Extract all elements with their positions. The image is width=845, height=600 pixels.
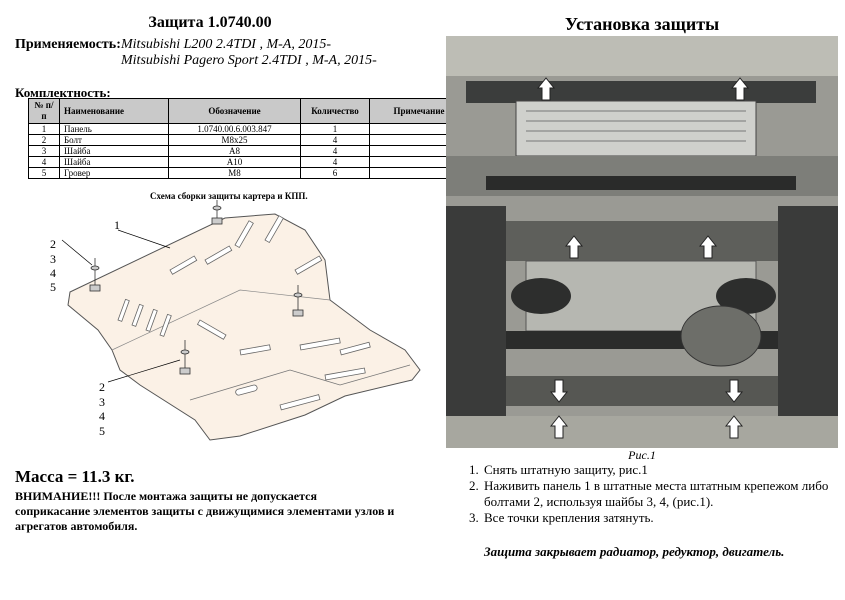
cell-name: Панель xyxy=(59,123,169,135)
callout-lower-5: 5 xyxy=(99,424,105,438)
col-quantity: Количество xyxy=(300,98,370,124)
cell-number: 3 xyxy=(28,145,60,157)
col-designation: Обозначение xyxy=(168,98,301,124)
cell-name: Болт xyxy=(59,134,169,146)
cell-number: 4 xyxy=(28,156,60,168)
cell-quantity: 1 xyxy=(300,123,370,135)
cell-designation: A8 xyxy=(168,145,301,157)
applicability-label: Применяемость: xyxy=(15,37,121,52)
coverage-note: Защита закрывает радиатор, редуктор, дви… xyxy=(484,544,785,559)
list-item: Все точки крепления затянуть. xyxy=(482,510,845,526)
table-header-row: № п/п Наименование Обозначение Количеств… xyxy=(28,98,469,124)
callout-lower-3: 3 xyxy=(99,395,105,409)
callout-lower-4: 4 xyxy=(99,409,105,423)
cell-designation: M8x25 xyxy=(168,134,301,146)
callout-upper-3: 3 xyxy=(50,252,56,266)
col-name: Наименование xyxy=(59,98,169,124)
table-row: 2 Болт M8x25 4 xyxy=(28,134,469,146)
bolt-bottom xyxy=(179,340,191,375)
cell-designation: 1.0740.00.6.003.847 xyxy=(168,123,301,135)
callout-upper-5: 5 xyxy=(50,280,56,294)
cell-number: 1 xyxy=(28,123,60,135)
vehicle-line-2: Mitsubishi Pagero Sport 2.4TDI , M-A, 20… xyxy=(121,53,377,68)
list-item: Наживить панель 1 в штатные места штатны… xyxy=(482,478,845,510)
cell-designation: M8 xyxy=(168,167,301,179)
warning-text: ВНИМАНИЕ!!! После монтажа защиты не допу… xyxy=(15,489,395,533)
bolt-right xyxy=(292,285,304,317)
cell-quantity: 6 xyxy=(300,167,370,179)
kit-label: Комплектность: xyxy=(15,85,111,100)
cell-name: Шайба xyxy=(59,145,169,157)
parts-table: № п/п Наименование Обозначение Количеств… xyxy=(28,98,469,179)
arrow-icons xyxy=(536,77,750,439)
callout-lower-2: 2 xyxy=(99,380,105,394)
skid-plate-panel xyxy=(67,213,421,441)
cell-quantity: 4 xyxy=(300,145,370,157)
cell-number: 2 xyxy=(28,134,60,146)
installation-steps: Снять штатную защиту, рис.1 Наживить пан… xyxy=(466,462,845,526)
vehicle-line-1: Mitsubishi L200 2.4TDI , M-A, 2015- xyxy=(121,37,331,52)
bolt-top xyxy=(211,200,223,225)
mass-label: Масса = 11.3 кг. xyxy=(15,467,135,486)
figure-caption: Рис.1 xyxy=(628,448,656,462)
cell-designation: A10 xyxy=(168,156,301,168)
table-row: 3 Шайба A8 4 xyxy=(28,145,469,157)
underbody-photo xyxy=(446,36,838,448)
callout-panel: 1 xyxy=(114,218,120,232)
assembly-drawing xyxy=(61,200,421,441)
callout-upper-4: 4 xyxy=(50,266,56,280)
cell-name: Шайба xyxy=(59,156,169,168)
cell-quantity: 4 xyxy=(300,156,370,168)
list-item: Снять штатную защиту, рис.1 xyxy=(482,462,845,478)
scheme-title: Схема сборки защиты картера и КПП. xyxy=(150,191,308,201)
cell-name: Гровер xyxy=(59,167,169,179)
document-title: Защита 1.0740.00 xyxy=(148,14,272,31)
callout-upper-2: 2 xyxy=(50,237,56,251)
table-row: 5 Гровер M8 6 xyxy=(28,167,469,179)
installation-title: Установка защиты xyxy=(564,14,720,34)
table-row: 1 Панель 1.0740.00.6.003.847 1 xyxy=(28,123,469,135)
cell-quantity: 4 xyxy=(300,134,370,146)
bolt-left xyxy=(89,258,101,292)
col-number: № п/п xyxy=(28,98,60,124)
table-row: 4 Шайба A10 4 xyxy=(28,156,469,168)
cell-number: 5 xyxy=(28,167,60,179)
